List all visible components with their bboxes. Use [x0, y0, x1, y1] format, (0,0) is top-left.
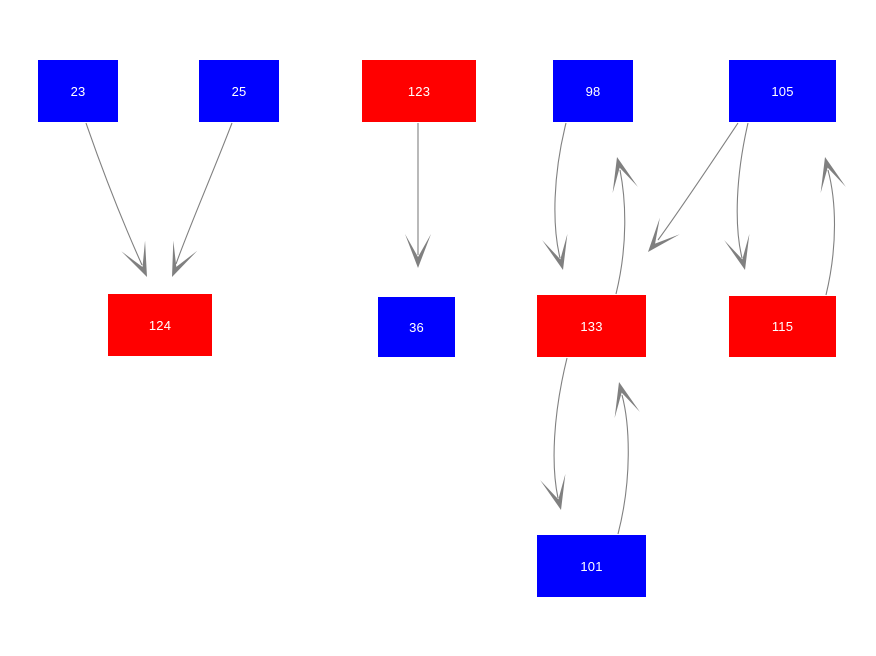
graph-node-label: 133: [580, 318, 603, 334]
edge-line: [553, 357, 568, 499]
edge-line: [554, 122, 567, 259]
edge-105-to-115: [724, 122, 750, 270]
edge-115-to-105: [820, 157, 846, 296]
edge-line: [825, 169, 836, 296]
edge-line: [617, 394, 629, 535]
graph-node-115[interactable]: 115: [729, 296, 836, 357]
arrow-head-icon: [724, 233, 750, 270]
graph-node-label: 124: [148, 317, 172, 333]
edge-101-to-133: [614, 382, 640, 535]
arrow-head-icon: [614, 382, 640, 419]
graph-node-36[interactable]: 36: [378, 297, 455, 357]
arrow-head-icon: [542, 233, 568, 270]
arrow-head-icon: [121, 240, 147, 277]
edge-105-to-133: [648, 122, 739, 252]
edge-line: [175, 122, 233, 265]
arrow-head-icon: [612, 157, 638, 194]
graph-node-label: 115: [771, 319, 794, 334]
arrow-head-icon: [405, 234, 431, 268]
graph-node-123[interactable]: 123: [362, 60, 476, 122]
arrow-head-icon: [648, 217, 680, 252]
edge-23-to-124: [85, 122, 147, 277]
arrow-head-icon: [820, 157, 846, 194]
edge-line: [657, 122, 739, 241]
edge-25-to-124: [172, 122, 233, 277]
edge-line: [85, 122, 143, 266]
graph-node-133[interactable]: 133: [537, 295, 646, 357]
graph-node-25[interactable]: 25: [199, 60, 279, 122]
graph-node-label: 101: [580, 558, 603, 574]
edge-123-to-36: [405, 123, 431, 268]
graph-node-124[interactable]: 124: [108, 294, 212, 356]
graph-node-23[interactable]: 23: [38, 60, 118, 122]
graph-node-label: 98: [585, 83, 601, 99]
arrow-head-icon: [172, 240, 198, 277]
edge-98-to-133: [542, 122, 568, 270]
graph-node-label: 36: [409, 319, 424, 335]
graph-node-label: 25: [231, 83, 247, 99]
graph-node-101[interactable]: 101: [537, 535, 646, 597]
arrow-head-icon: [540, 473, 566, 510]
edge-133-to-101: [540, 357, 568, 510]
edge-line: [736, 122, 749, 259]
edge-line: [615, 169, 626, 295]
graph-node-label: 105: [771, 83, 794, 99]
graph-node-label: 23: [70, 83, 86, 99]
graph-node-label: 123: [407, 83, 431, 99]
graph-node-98[interactable]: 98: [553, 60, 633, 122]
graph-node-105[interactable]: 105: [729, 60, 836, 122]
edge-133-to-98: [612, 157, 638, 295]
